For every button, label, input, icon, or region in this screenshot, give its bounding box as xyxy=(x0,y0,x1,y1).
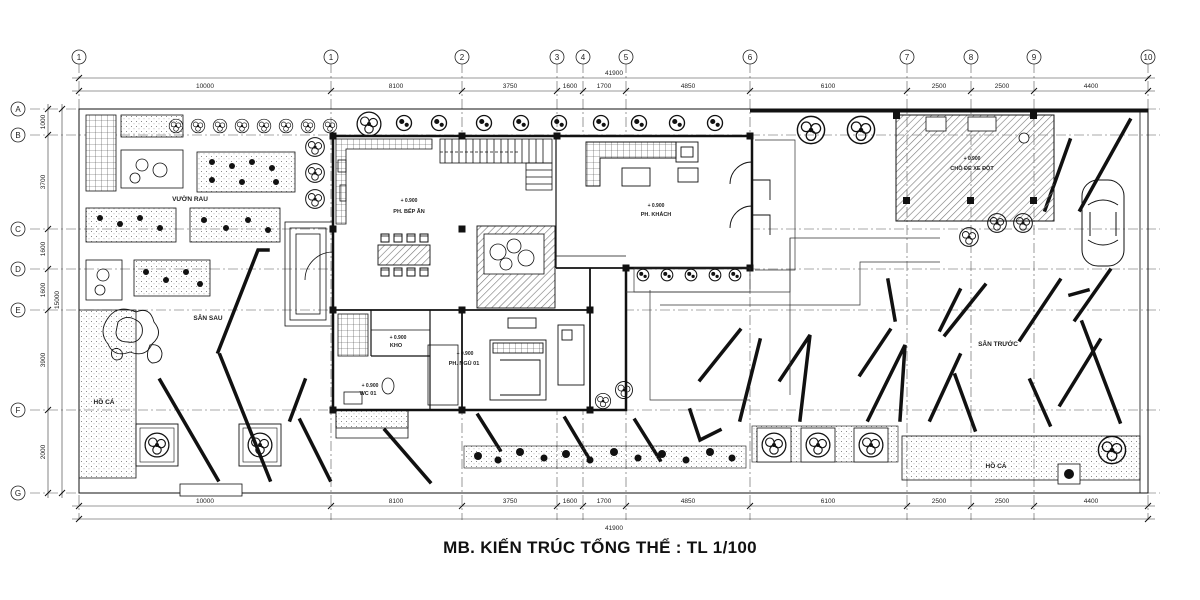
axis-label-col-7: 7 xyxy=(905,53,910,62)
room-label-wc: WC 01 xyxy=(360,391,377,397)
vegetable-garden xyxy=(85,114,338,301)
level-mark: + 0.900 xyxy=(964,156,981,162)
parking-deck xyxy=(893,112,1055,222)
room-label-storage: KHO xyxy=(390,343,403,349)
dim-left: 3700 xyxy=(40,174,47,189)
axis-label-col-2: 2 xyxy=(460,53,465,62)
axis-label-col-1: 1 xyxy=(77,53,82,62)
dim-left: 3900 xyxy=(40,352,47,367)
room-label-kitchen: PH. BẾP ĂN xyxy=(393,208,424,215)
dim-bottom: 4850 xyxy=(681,498,696,505)
dim-bottom: 2500 xyxy=(995,498,1010,505)
zone-label-back-yard: SÂN SAU xyxy=(193,313,223,322)
axis-label-row-f: F xyxy=(16,406,21,415)
axis-label-row-e: E xyxy=(15,306,20,315)
axis-label-col-9: 9 xyxy=(1032,53,1037,62)
car xyxy=(1081,179,1125,267)
dim-bottom: 1600 xyxy=(563,498,578,505)
zone-label-vegetable-garden: VƯỜN RAU xyxy=(172,194,208,203)
living-room-sofa xyxy=(585,141,771,235)
axis-label-row-d: D xyxy=(15,265,21,274)
axis-label-row-a: A xyxy=(15,105,21,114)
courtyard-garden xyxy=(476,225,556,309)
dim-total-bottom: 41900 xyxy=(605,525,623,532)
axis-label-row-c: C xyxy=(15,225,21,234)
level-mark: + 0.900 xyxy=(457,351,474,357)
zone-label-fish-pond-right: HỒ CÁ xyxy=(986,460,1007,470)
level-mark: + 0.900 xyxy=(390,335,407,341)
dim-left: 2000 xyxy=(40,444,47,459)
axis-label-col-6: 6 xyxy=(748,53,753,62)
dim-top: 6100 xyxy=(821,83,836,90)
axis-label-col-4: 4 xyxy=(581,53,586,62)
axis-label-col-10: 10 xyxy=(1144,53,1153,62)
dim-left-total: 15000 xyxy=(54,291,61,309)
dim-top: 4400 xyxy=(1084,83,1099,90)
room-label-bedroom: PH. NGỦ 01 xyxy=(449,360,480,367)
dim-top: 10000 xyxy=(196,83,214,90)
dim-bottom: 10000 xyxy=(196,498,214,505)
fish-pond-left xyxy=(78,309,282,479)
dim-bottom: 1700 xyxy=(597,498,612,505)
wardrobe xyxy=(337,313,369,357)
dim-top: 2500 xyxy=(995,83,1010,90)
planting-strip xyxy=(463,445,747,469)
level-mark: + 0.900 xyxy=(648,203,665,209)
staircase xyxy=(439,138,553,191)
dim-left: 1000 xyxy=(40,114,47,129)
dim-bottom: 3750 xyxy=(503,498,518,505)
dim-top: 2500 xyxy=(932,83,947,90)
bed xyxy=(489,317,585,401)
dim-top: 4850 xyxy=(681,83,696,90)
level-mark: + 0.900 xyxy=(362,383,379,389)
dim-bottom: 6100 xyxy=(821,498,836,505)
room-label-parking: CHỖ ĐỂ XE ĐỘT xyxy=(950,164,994,172)
dim-top: 1700 xyxy=(597,83,612,90)
zone-label-front-yard: SÂN TRƯỚC xyxy=(978,339,1018,348)
zone-label-fish-pond-left: HỒ CÁ xyxy=(94,396,115,406)
dim-total-top: 41900 xyxy=(605,70,623,77)
axis-label-col-1b: 1 xyxy=(329,53,334,62)
dining-table xyxy=(377,233,431,277)
dim-left: 1600 xyxy=(40,282,47,297)
level-mark: + 0.900 xyxy=(401,198,418,204)
axis-label-col-5: 5 xyxy=(624,53,629,62)
axis-label-col-3: 3 xyxy=(555,53,560,62)
drawing-title: MB. KIẾN TRÚC TỔNG THỂ : TL 1/100 xyxy=(443,538,757,557)
room-label-living: PH. KHÁCH xyxy=(641,211,672,218)
dim-top: 3750 xyxy=(503,83,518,90)
dim-left: 1600 xyxy=(40,241,47,256)
dim-bottom: 4400 xyxy=(1084,498,1099,505)
dim-bottom: 8100 xyxy=(389,498,404,505)
dim-bottom: 2500 xyxy=(932,498,947,505)
axis-label-row-b: B xyxy=(15,131,20,140)
fish-pond-right xyxy=(901,435,1141,485)
dim-top: 8100 xyxy=(389,83,404,90)
dim-top: 1600 xyxy=(563,83,578,90)
axis-label-col-8: 8 xyxy=(969,53,974,62)
axis-label-row-g: G xyxy=(15,489,21,498)
